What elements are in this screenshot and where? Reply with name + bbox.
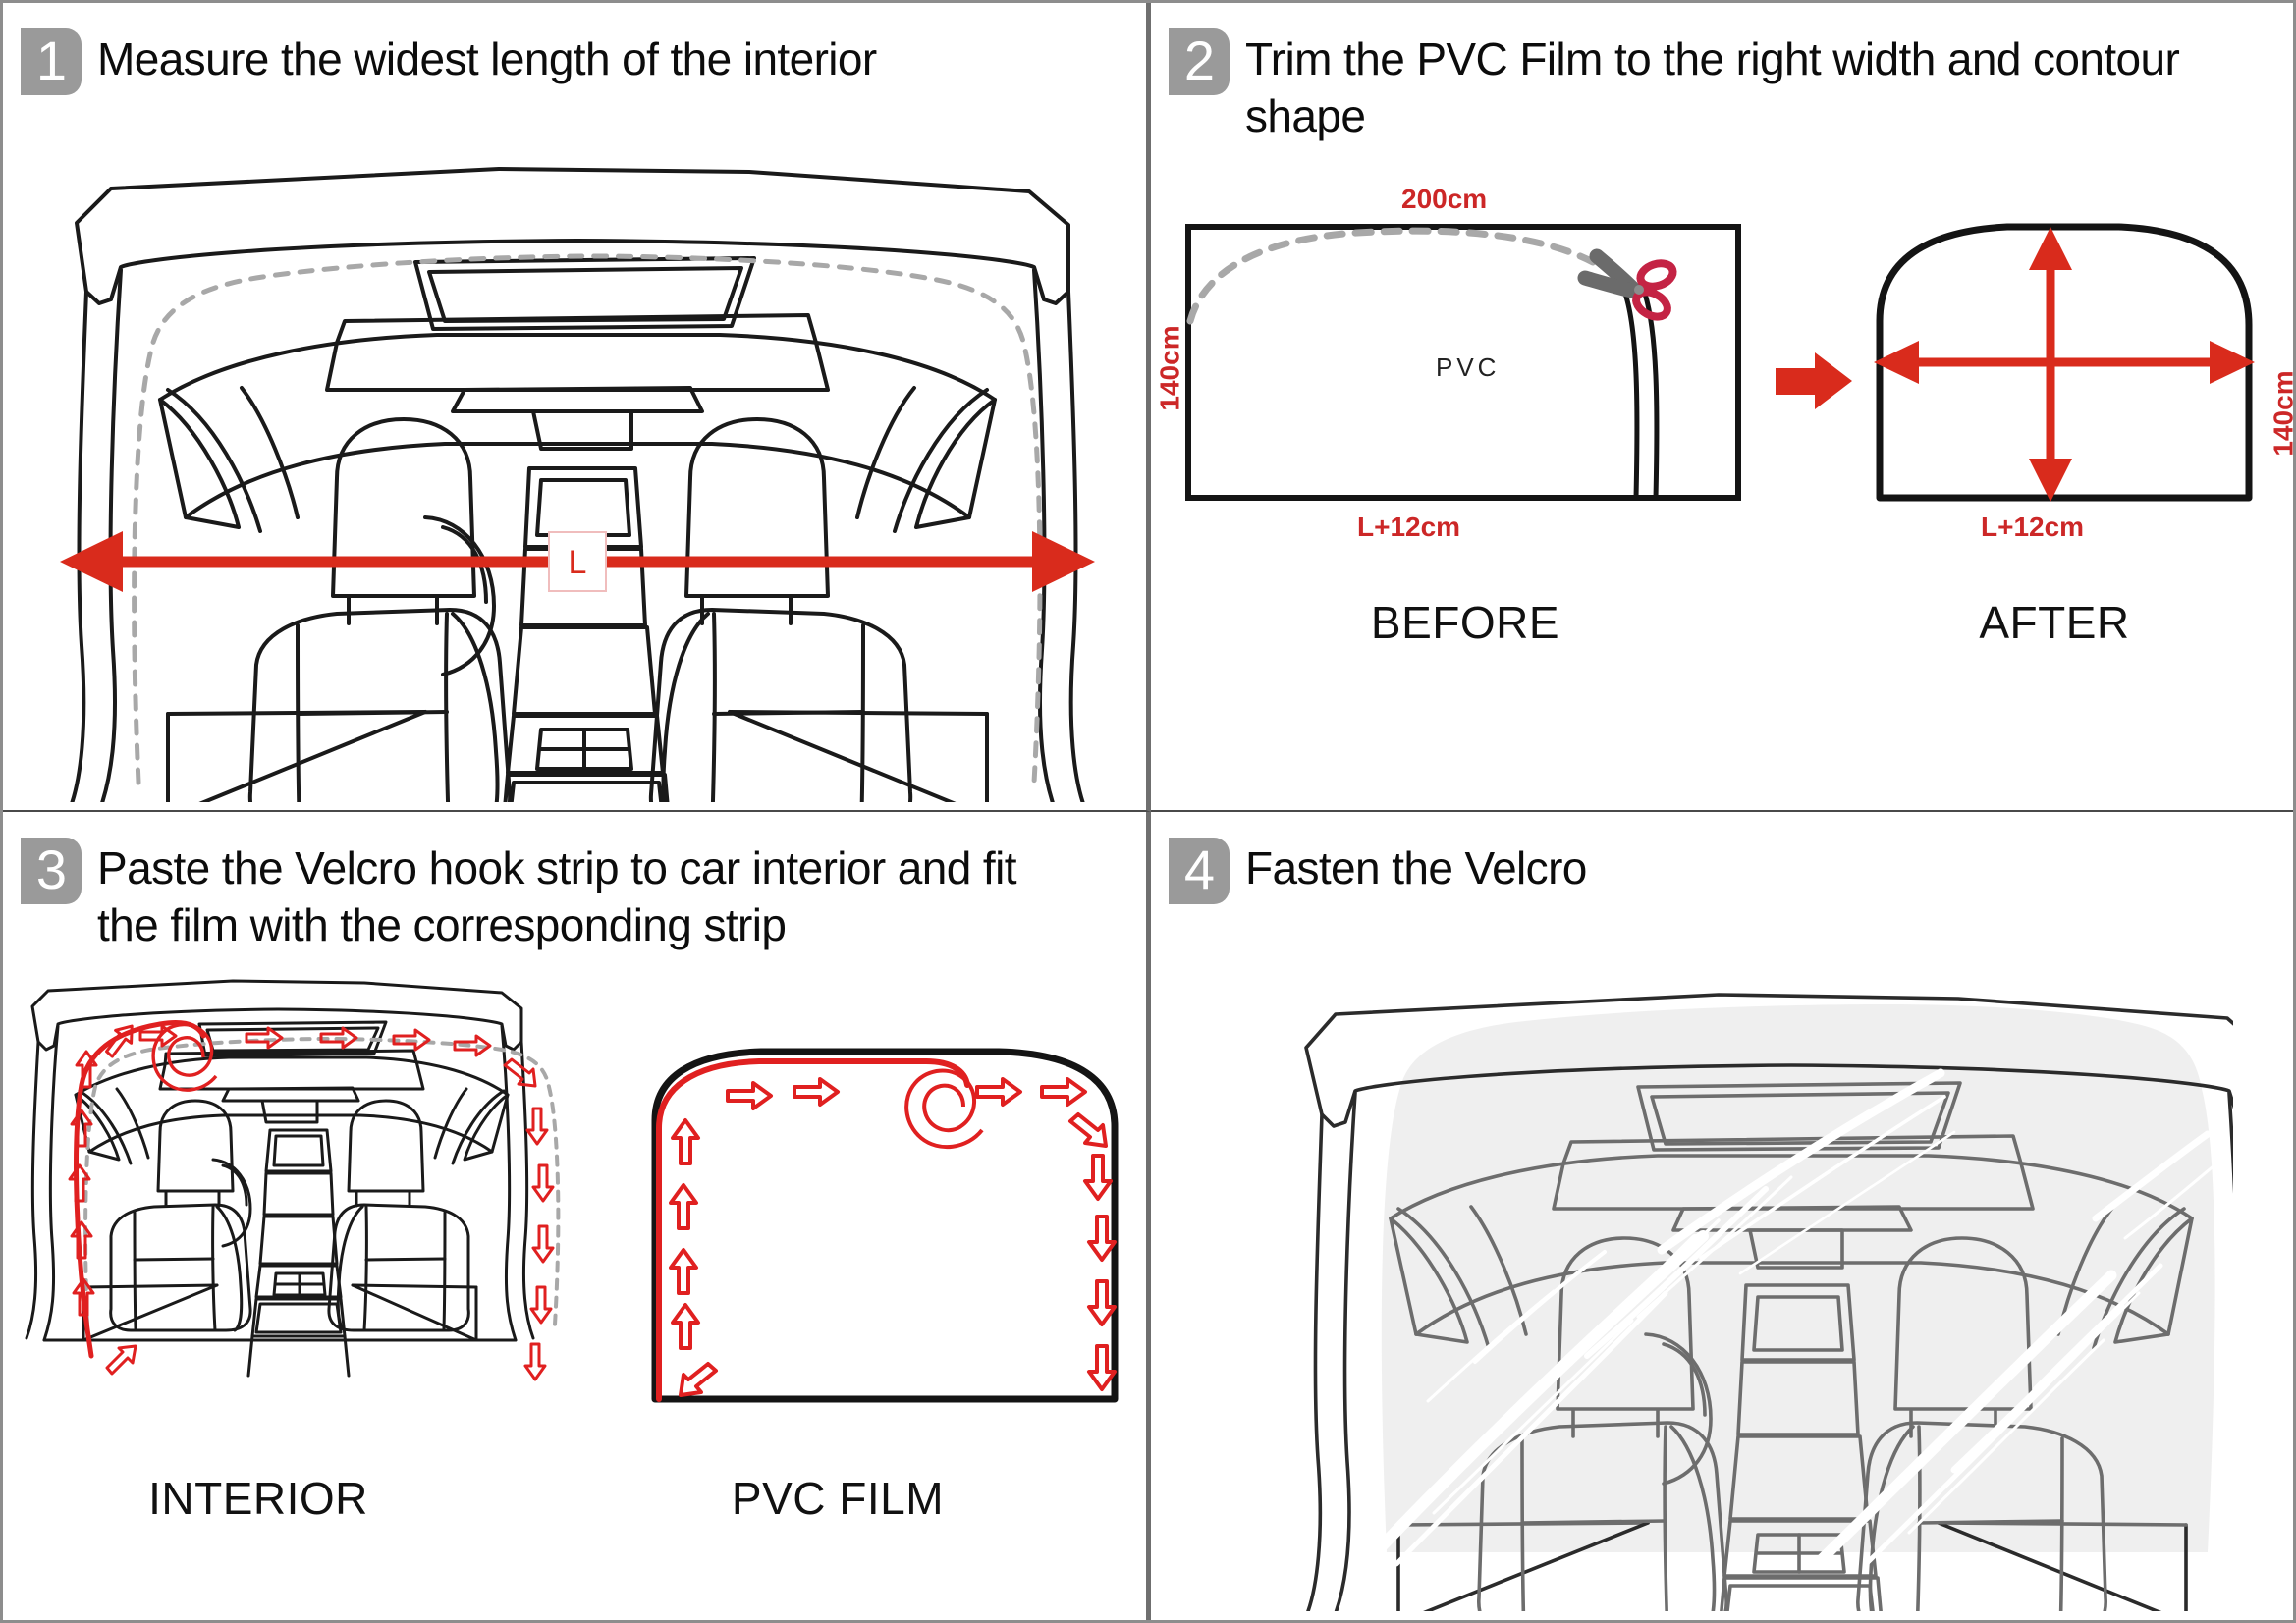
before-side-dimension: 140cm xyxy=(1154,325,1185,411)
step-title-4: Fasten the Velcro xyxy=(1245,842,1587,893)
velcro-roll-icon xyxy=(151,1022,218,1092)
panel-1-illustration: L xyxy=(3,95,1146,802)
panel-step-2: 2 Trim the PVC Film to the right width a… xyxy=(1151,3,2293,812)
pvc-film-velcro-drawing xyxy=(651,1048,1119,1403)
car-interior-film-installed-drawing xyxy=(1304,993,2233,1611)
panel-3-header: 3 Paste the Velcro hook strip to car int… xyxy=(3,812,1146,953)
panel-4-header: 4 Fasten the Velcro xyxy=(1151,812,2293,904)
panel-1-header: 1 Measure the widest length of the inter… xyxy=(3,3,1146,95)
scissors-icon xyxy=(1577,248,1677,321)
before-caption: BEFORE xyxy=(1370,597,1560,648)
panel-step-3: 3 Paste the Velcro hook strip to car int… xyxy=(3,812,1151,1620)
panel-2-header: 2 Trim the PVC Film to the right width a… xyxy=(1151,3,2293,144)
step-badge-2: 2 xyxy=(1169,28,1230,95)
before-diagram: PVC 200cm 140cm L+12cm xyxy=(1155,184,1770,542)
panel-step-1: 1 Measure the widest length of the inter… xyxy=(3,3,1151,812)
panel-step-4: 4 Fasten the Velcro xyxy=(1151,812,2293,1620)
interior-velcro-drawing xyxy=(25,979,561,1381)
after-side-dimension: 140cm xyxy=(2268,370,2293,457)
before-top-dimension: 200cm xyxy=(1401,184,1488,214)
car-interior-measure-drawing xyxy=(60,167,1095,802)
before-bottom-dimension: L+12cm xyxy=(1357,512,1461,542)
before-after-arrow-icon xyxy=(1776,352,1852,409)
velcro-roll-icon-film xyxy=(904,1068,984,1150)
panel-grid: 1 Measure the widest length of the inter… xyxy=(3,3,2293,1620)
pvc-film-caption: PVC FILM xyxy=(731,1473,945,1524)
step-badge-1: 1 xyxy=(21,28,82,95)
pvc-sheet-before-drawing xyxy=(1185,224,1741,501)
step-title-1: Measure the widest length of the interio… xyxy=(97,33,877,84)
after-caption: AFTER xyxy=(1979,597,2130,648)
interior-caption: INTERIOR xyxy=(148,1473,368,1524)
step-title-3: Paste the Velcro hook strip to car inter… xyxy=(97,842,1017,950)
step-badge-3: 3 xyxy=(21,838,82,904)
pvc-sheet-after-drawing xyxy=(1874,223,2255,502)
step-badge-4: 4 xyxy=(1169,838,1230,904)
step-title-2: Trim the PVC Film to the right width and… xyxy=(1245,33,2180,141)
after-diagram: 140cm L+12cm xyxy=(1858,205,2293,542)
after-bottom-dimension: L+12cm xyxy=(1981,512,2085,542)
pvc-material-label: PVC xyxy=(1436,352,1501,382)
measure-length-label: L xyxy=(548,531,607,592)
